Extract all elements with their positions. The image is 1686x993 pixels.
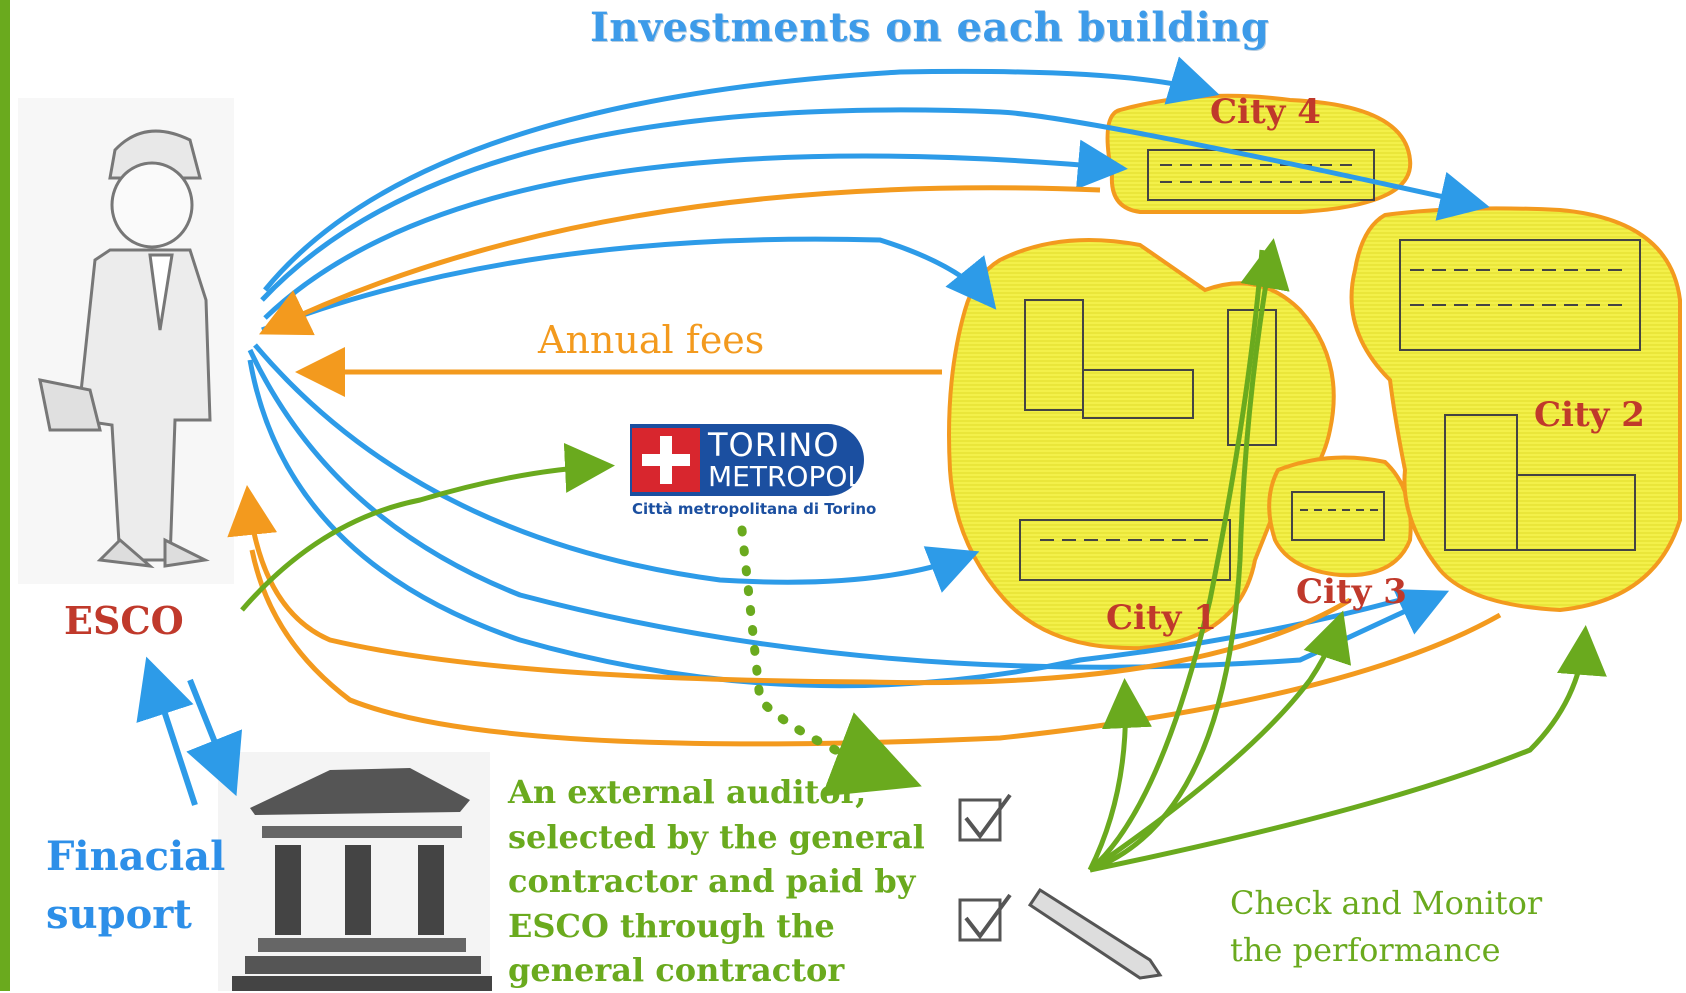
city-4-label: City 4 <box>1210 92 1321 132</box>
logo-subtitle: Città metropolitana di Torino <box>632 500 877 518</box>
accent-bar-left <box>0 91 10 991</box>
logo-line-2: METROPOLI <box>708 460 872 493</box>
financial-arrows <box>136 656 243 806</box>
esco-label: ESCO <box>64 598 184 643</box>
city-2-label: City 2 <box>1534 395 1645 435</box>
city-1-area <box>947 238 1336 651</box>
accent-bar-top <box>0 0 10 91</box>
bank-icon <box>218 752 492 991</box>
city-3-label: City 3 <box>1296 572 1407 612</box>
auditor-line: contractor and paid by <box>508 862 916 900</box>
annual-fees-label: Annual fees <box>538 318 765 362</box>
engineer-figure-icon <box>18 98 234 584</box>
check-line-2: the performance <box>1230 931 1501 969</box>
fee-arrows <box>227 185 1502 747</box>
check-line-1: Check and Monitor <box>1230 884 1543 922</box>
cross-icon-bar <box>642 454 690 466</box>
check-monitor-label: Check and Monitor the performance <box>1230 880 1542 974</box>
building-icon <box>1399 239 1641 551</box>
auditor-line: general contractor <box>508 951 845 989</box>
torino-metropoli-logo: TORINO METROPOLI Città metropolitana di … <box>630 424 876 524</box>
city-2-area <box>1349 206 1682 613</box>
auditor-line: ESCO through the <box>508 906 835 945</box>
city-3-area <box>1267 455 1413 578</box>
city-1-label: City 1 <box>1106 598 1217 638</box>
monitor-arrows <box>240 238 1607 873</box>
financial-line-2: suport <box>46 891 192 938</box>
financial-support-label: Finacial suport <box>46 828 225 944</box>
auditor-line: selected by the general <box>508 817 925 856</box>
building-icon <box>1019 299 1277 581</box>
building-icon <box>1291 491 1385 541</box>
building-icon <box>1147 149 1375 201</box>
auditor-description: An external auditor, selected by the gen… <box>508 770 925 993</box>
checklist-icon <box>958 793 1163 980</box>
auditor-line: An external auditor, <box>508 773 867 811</box>
diagram-title: Investments on each building <box>590 4 1270 51</box>
logo-line-1: TORINO <box>708 426 840 464</box>
financial-line-1: Finacial <box>46 833 226 880</box>
